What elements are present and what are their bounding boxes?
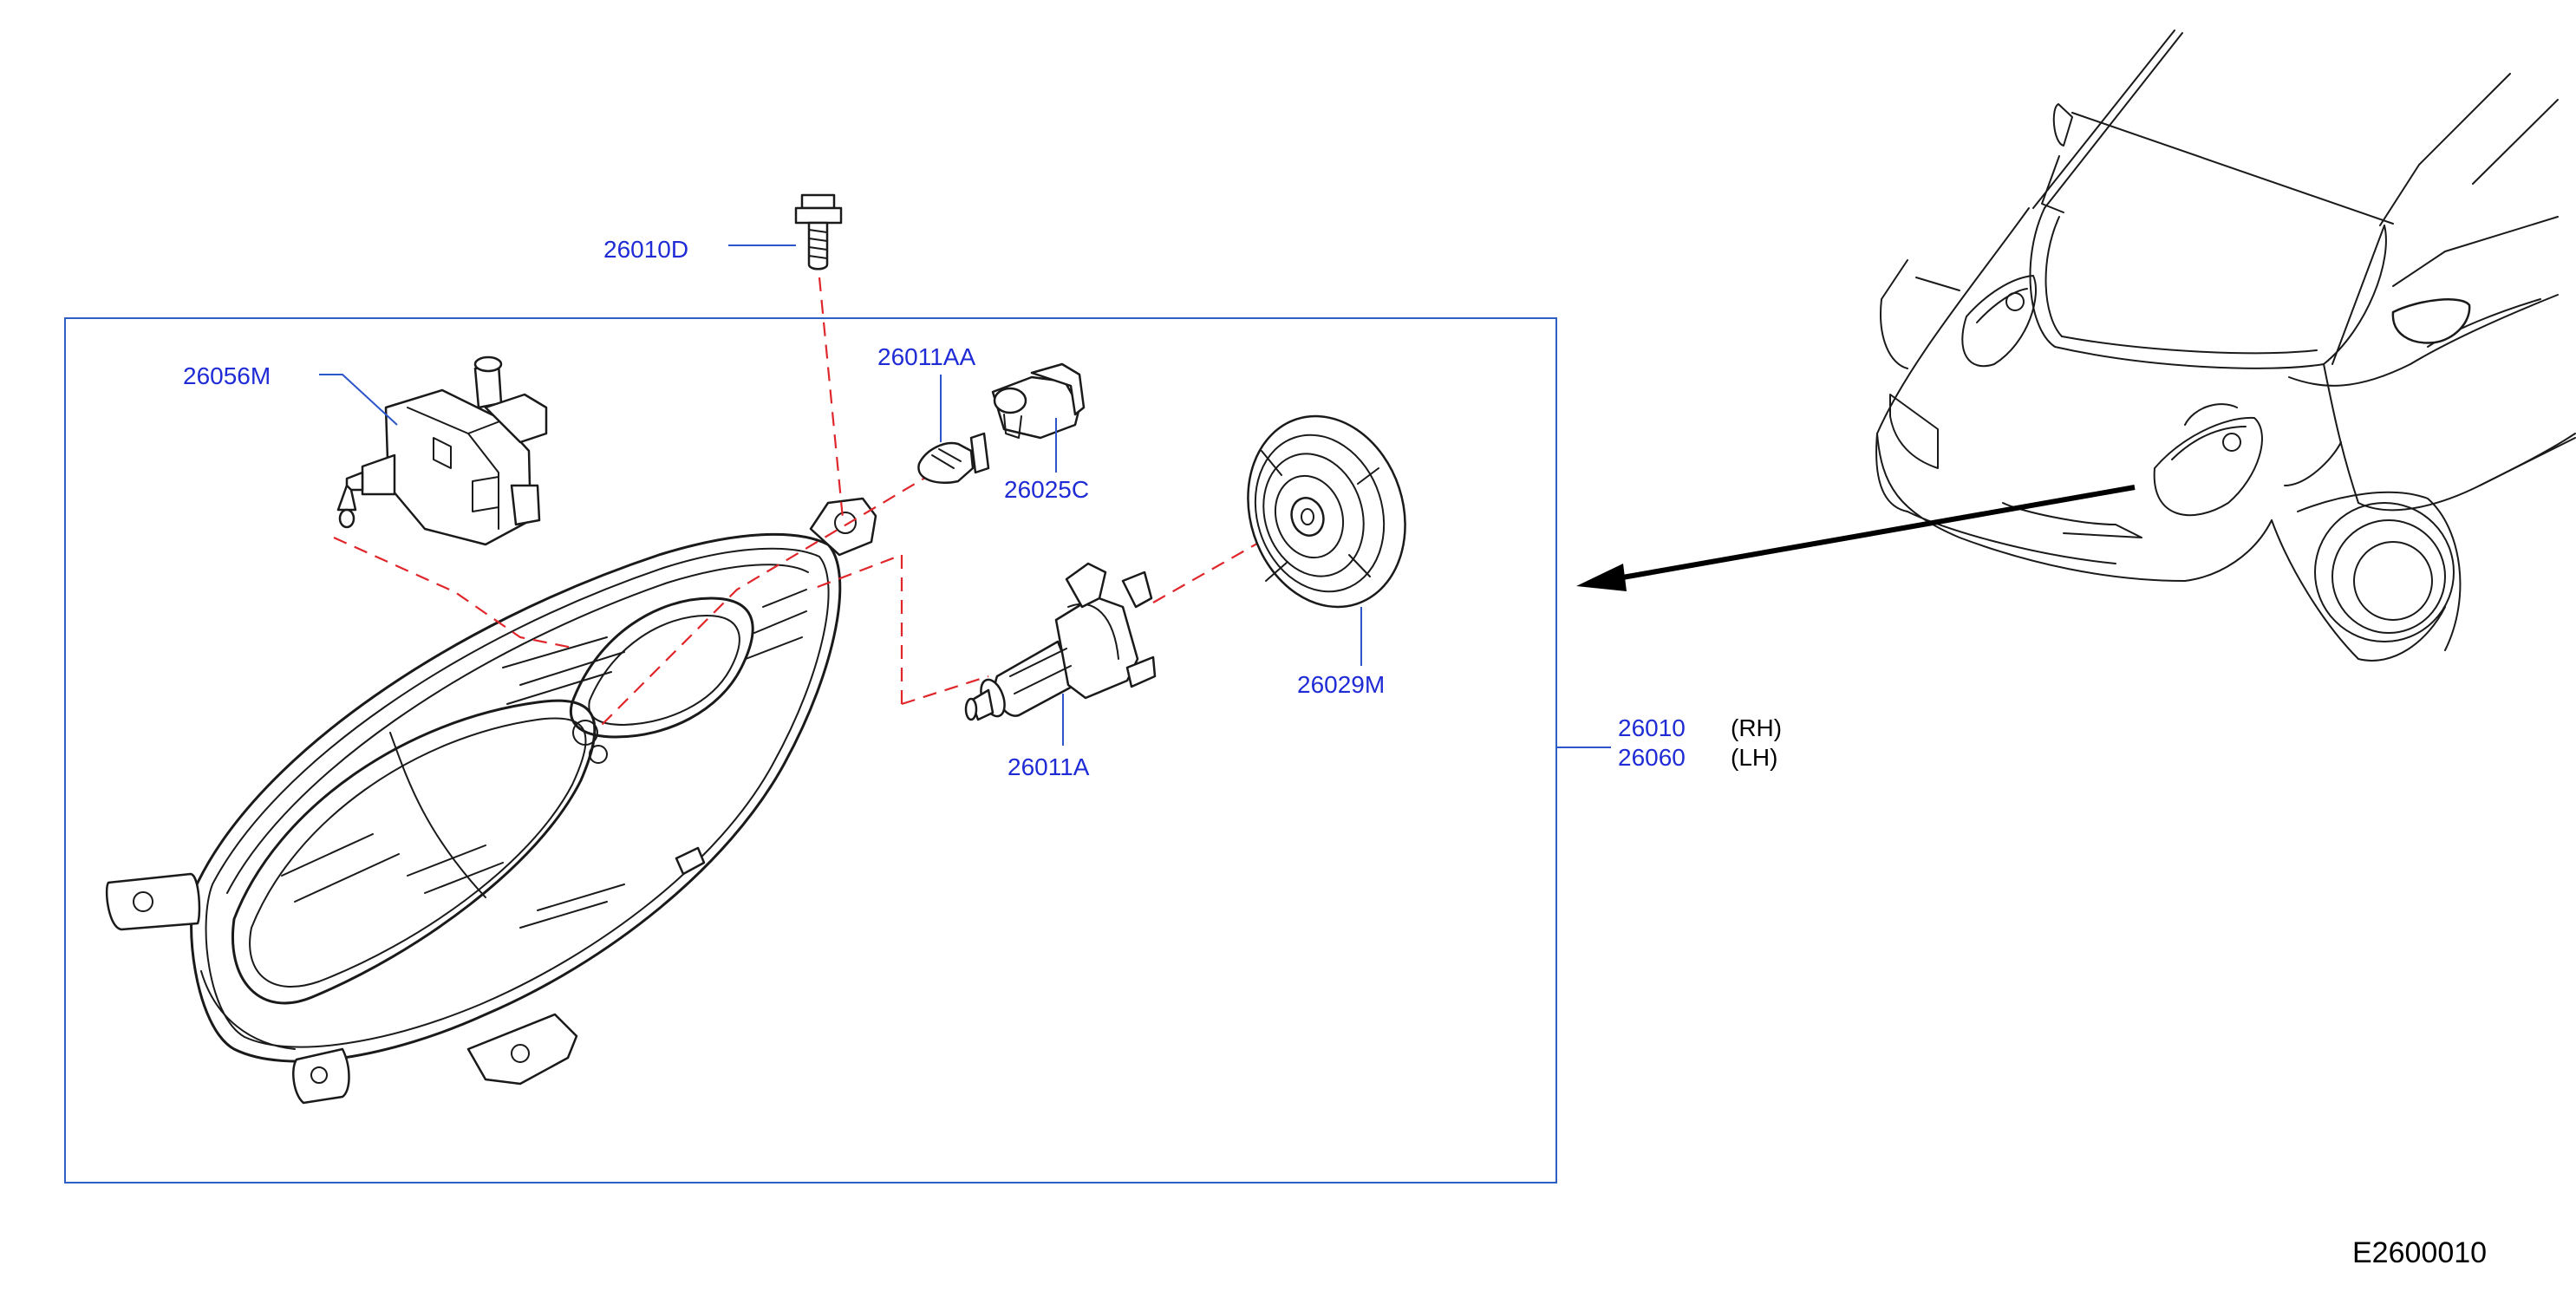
callout-26010-rh: 26010 (1618, 714, 1686, 741)
side-label-lh: (LH) (1731, 744, 1778, 771)
phantom-lines (333, 277, 1314, 729)
headlamp-housing (105, 497, 877, 1105)
leader-lines (319, 245, 1611, 748)
figure-reference: E2600010 (2352, 1236, 2488, 1269)
callout-26056m: 26056M (183, 362, 271, 389)
vehicle-illustration (1875, 29, 2576, 662)
screw-part (794, 193, 843, 271)
assembly-frame (64, 317, 1557, 1183)
side-bulb-part (917, 432, 990, 485)
main-bulb-part (964, 562, 1157, 721)
callout-26010d: 26010D (603, 236, 689, 263)
callout-26060-lh: 26060 (1618, 744, 1686, 771)
callout-26011a: 26011A (1008, 753, 1090, 780)
location-arrow (1576, 485, 2136, 591)
side-label-rh: (RH) (1731, 714, 1783, 741)
leveling-actuator-part (336, 355, 548, 546)
socket-part (991, 362, 1086, 440)
callout-26011aa: 26011AA (877, 343, 976, 370)
callout-26029m: 26029M (1297, 671, 1386, 698)
callout-26025c: 26025C (1004, 476, 1090, 503)
dust-cap-part (1247, 414, 1406, 609)
